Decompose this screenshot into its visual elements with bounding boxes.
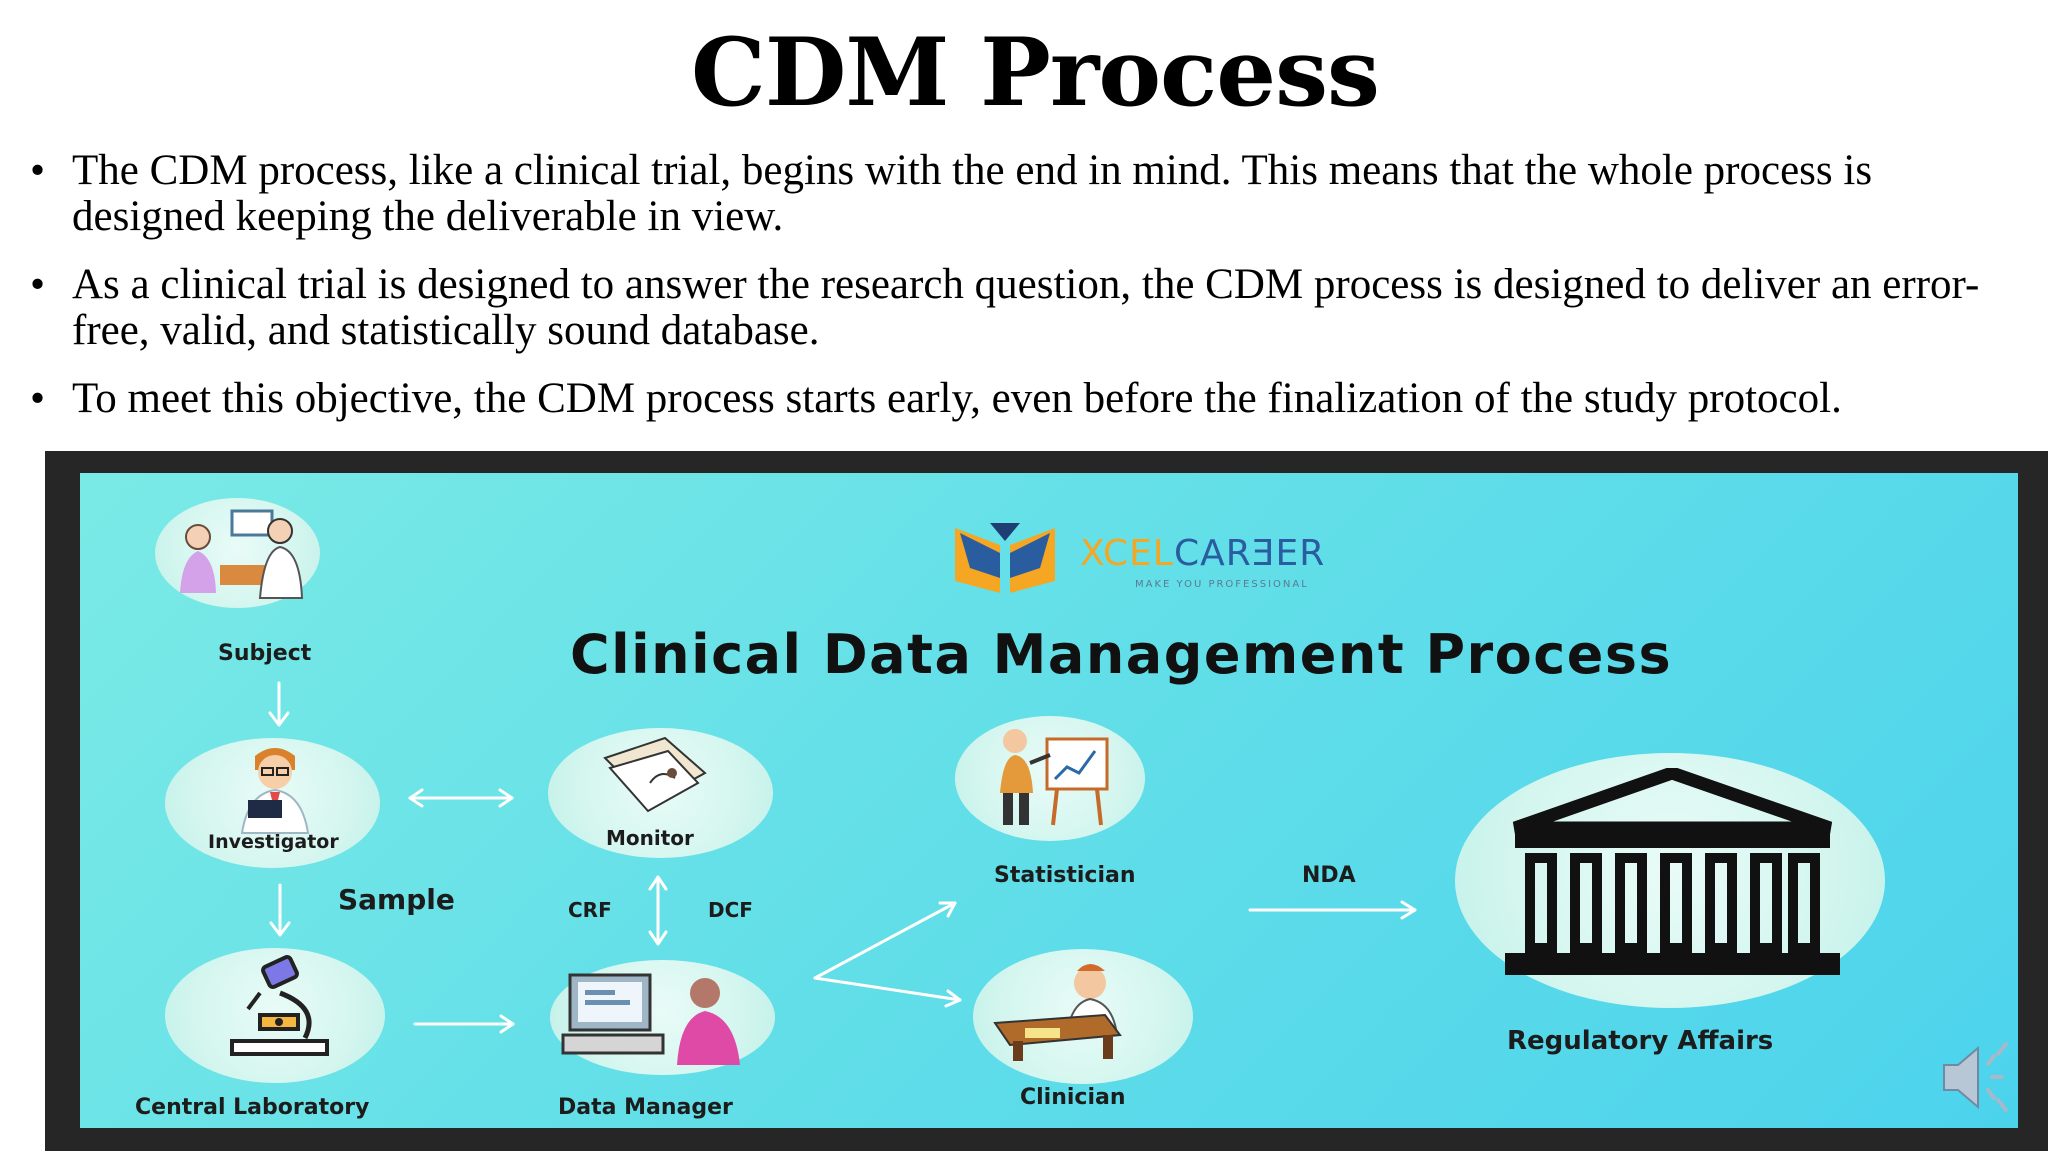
diagram-title: Clinical Data Management Process [570, 623, 1673, 686]
data-manager-icon [561, 973, 740, 1065]
arrow-investigator-monitor [408, 788, 514, 808]
arrow-nda [1248, 900, 1417, 920]
clinician-icon [993, 964, 1122, 1061]
bullet-marker: • [30, 375, 46, 422]
statistician-icon [1000, 729, 1109, 826]
bullet-text: To meet this objective, the CDM process … [72, 375, 1842, 422]
sample-label: Sample [338, 883, 455, 916]
brand-name-part2: CARƎER [1173, 533, 1326, 574]
bullet-marker: • [30, 147, 46, 194]
bullet-item: • The CDM process, like a clinical trial,… [30, 148, 2020, 240]
arrow-lab-datamanager [413, 1014, 515, 1034]
investigator-icon [240, 748, 310, 834]
bullet-marker: • [30, 261, 46, 308]
monitor-label: Monitor [606, 826, 694, 850]
speaker-icon[interactable] [1940, 1040, 2020, 1115]
bullet-list: • The CDM process, like a clinical trial,… [30, 148, 2020, 444]
bullet-item: • As a clinical trial is designed to answ… [30, 262, 2020, 354]
investigator-label: Investigator [208, 831, 339, 853]
brand-logo-icon [955, 523, 1055, 593]
arrow-investigator-lab [269, 883, 291, 937]
monitor-icon [603, 736, 707, 813]
arrow-datamanager-statistician [813, 901, 957, 980]
arrow-datamanager-clinician [813, 976, 962, 1008]
bullet-text: As a clinical trial is designed to answe… [72, 261, 1980, 354]
slide-title: CDM Process [691, 18, 1380, 128]
subject-label: Subject [218, 641, 312, 666]
central-lab-label: Central Laboratory [135, 1095, 370, 1120]
brand-name-part1: XCEL [1080, 533, 1174, 574]
data-manager-label: Data Manager [558, 1095, 733, 1120]
bullet-text: The CDM process, like a clinical trial, … [72, 147, 1873, 240]
dcf-label: DCF [708, 898, 753, 922]
diagram-panel: XCELCARƎER MAKE YOU PROFESSIONAL Clinica… [80, 473, 2018, 1128]
subject-icon [180, 509, 304, 599]
courthouse-icon [1505, 768, 1840, 975]
nda-label: NDA [1302, 863, 1356, 888]
brand-tagline: MAKE YOU PROFESSIONAL [1135, 579, 1309, 590]
crf-label: CRF [568, 898, 612, 922]
brand-name: XCELCARƎER [1080, 533, 1325, 574]
clinician-label: Clinician [1020, 1085, 1126, 1110]
microscope-icon [230, 955, 329, 1056]
regulatory-label: Regulatory Affairs [1507, 1026, 1774, 1056]
arrow-subject-investigator [268, 681, 290, 727]
bullet-item: • To meet this objective, the CDM process… [30, 376, 2020, 422]
flow-arrows [268, 681, 1417, 1034]
statistician-label: Statistician [994, 863, 1136, 888]
arrow-monitor-datamanager [648, 875, 668, 946]
